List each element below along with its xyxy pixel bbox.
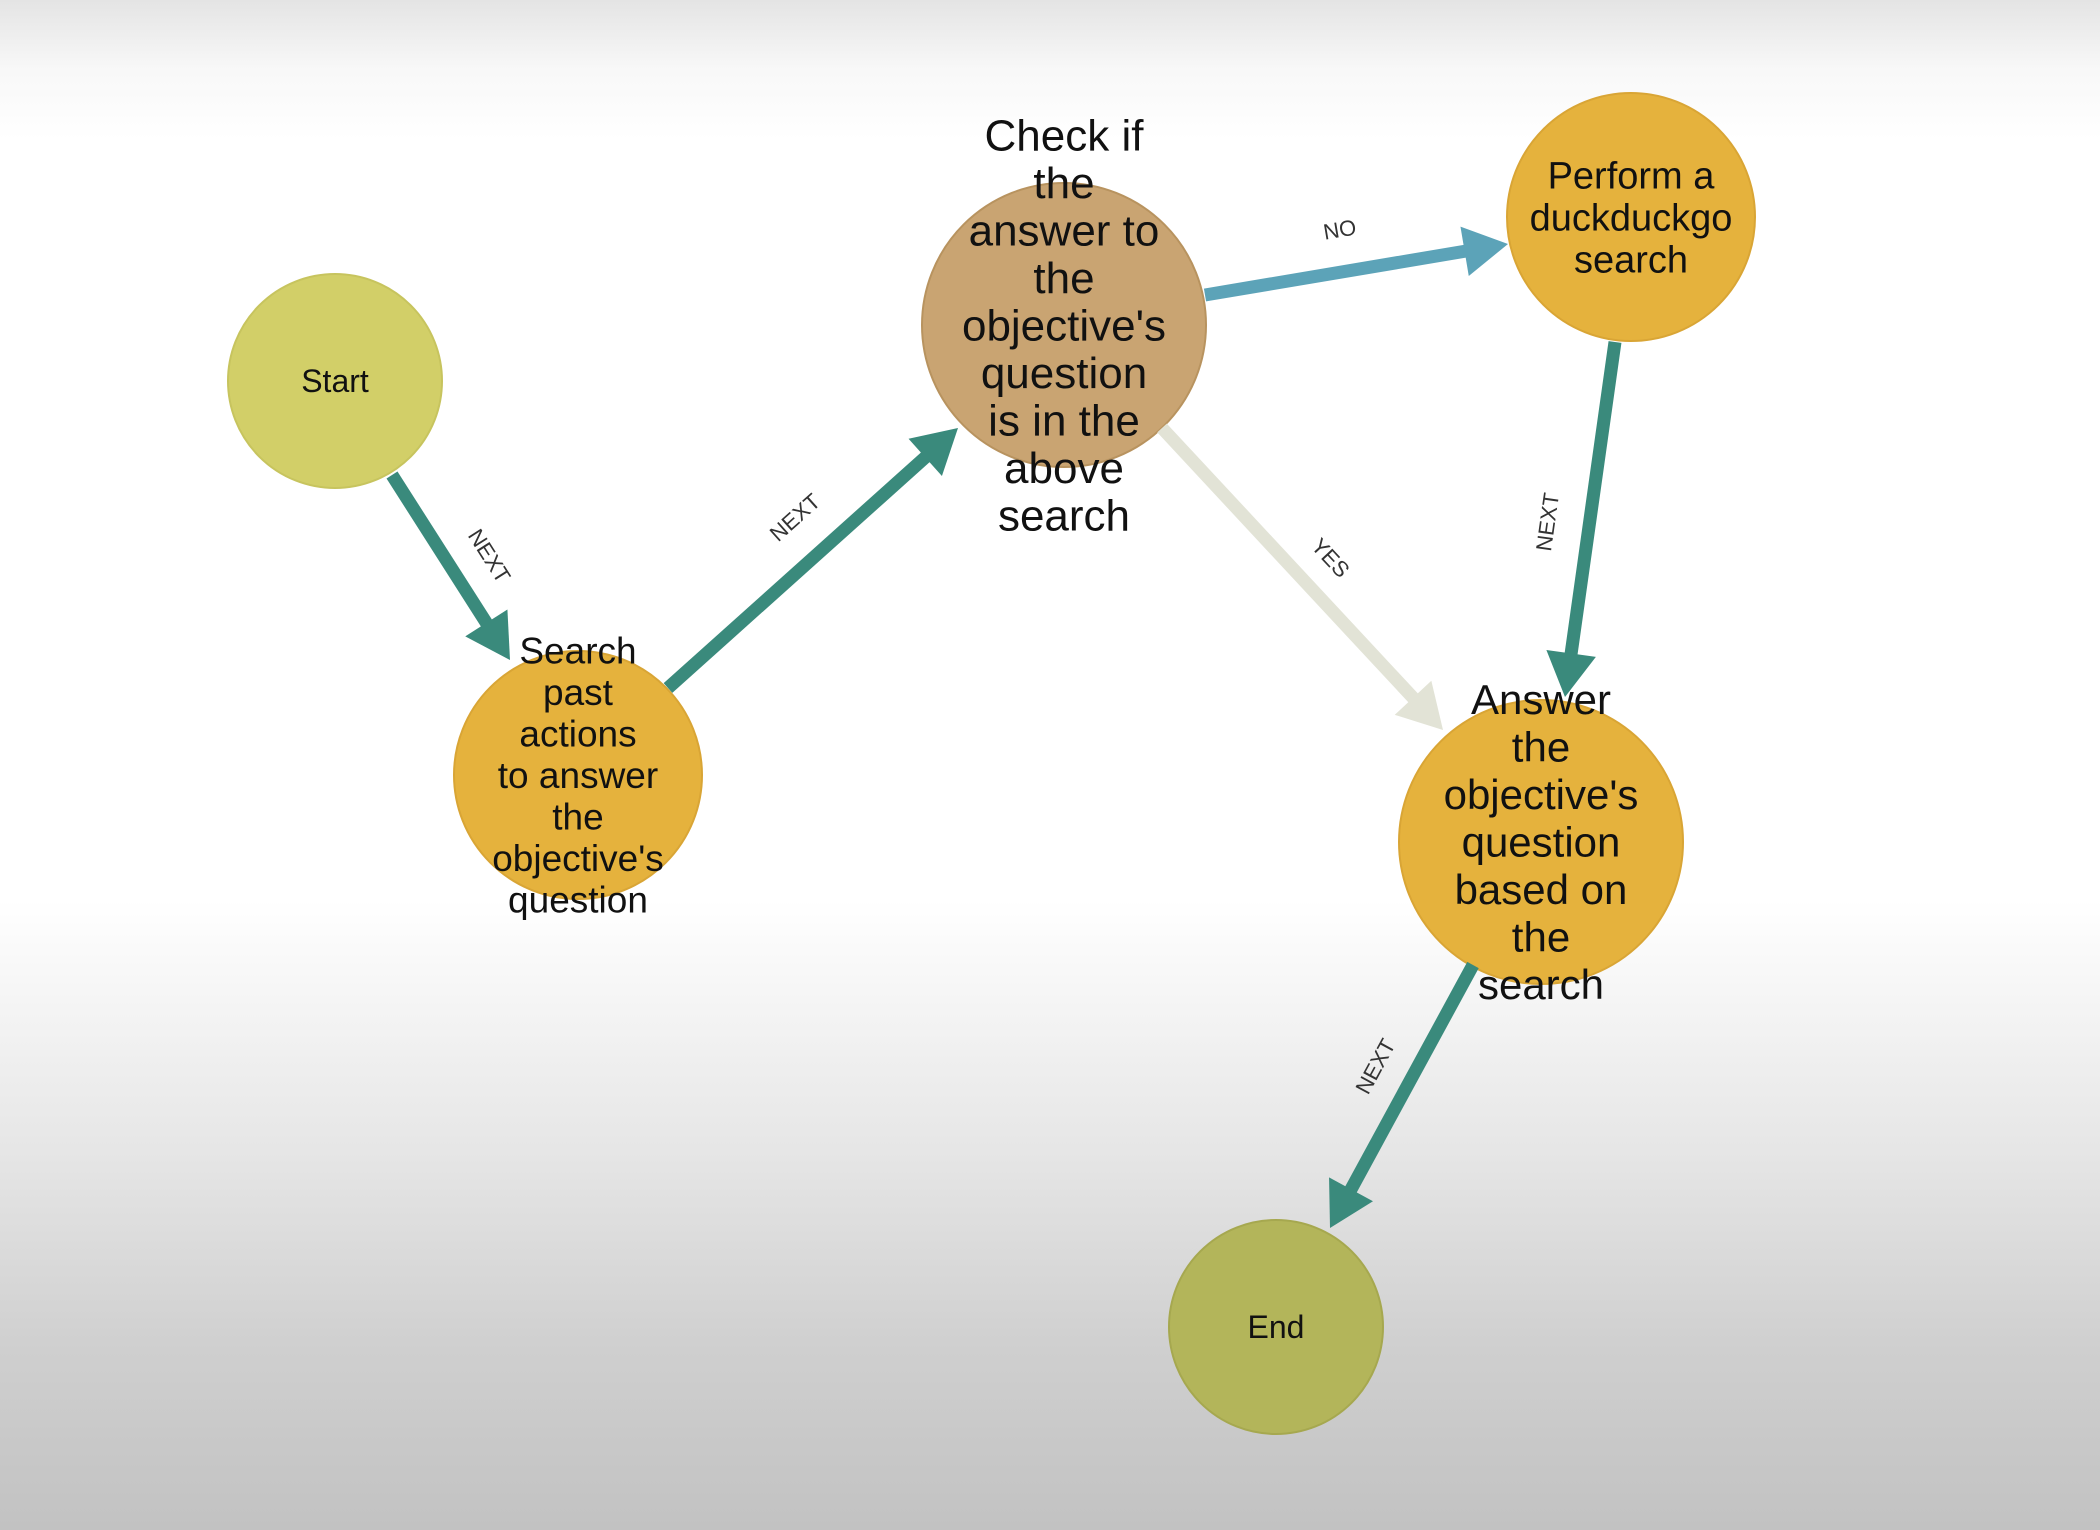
edge-label-check-answer: YES xyxy=(1306,533,1354,582)
edge-start-search-past[interactable] xyxy=(386,471,494,630)
node-check[interactable] xyxy=(921,182,1207,468)
arrowhead-search-past-check xyxy=(908,428,958,476)
edge-label-start-search-past: NEXT xyxy=(463,525,516,588)
arrowhead-answer-end xyxy=(1329,1177,1373,1228)
edge-check-answer[interactable] xyxy=(1157,423,1421,706)
node-label-end: End xyxy=(1248,1309,1305,1345)
arrowhead-ddg-answer xyxy=(1546,649,1596,697)
edge-search-past-check[interactable] xyxy=(663,449,933,693)
node-label-start: Start xyxy=(301,363,369,399)
node-end[interactable] xyxy=(1168,1219,1384,1435)
node-start[interactable] xyxy=(227,273,443,489)
edge-label-search-past-check: NEXT xyxy=(765,489,825,547)
edge-ddg-answer[interactable] xyxy=(1564,341,1622,659)
arrowhead-start-search-past xyxy=(465,609,510,660)
node-search-past[interactable] xyxy=(453,650,703,900)
arrowhead-check-ddg xyxy=(1460,226,1508,276)
edge-answer-end[interactable] xyxy=(1343,961,1479,1196)
node-answer[interactable] xyxy=(1398,699,1684,985)
edge-label-check-ddg: NO xyxy=(1321,215,1358,245)
node-ddg[interactable] xyxy=(1506,92,1756,342)
edge-label-ddg-answer: NEXT xyxy=(1531,491,1564,553)
edge-label-answer-end: NEXT xyxy=(1350,1035,1400,1099)
arrowhead-check-answer xyxy=(1394,680,1443,730)
edge-check-ddg[interactable] xyxy=(1203,244,1470,302)
